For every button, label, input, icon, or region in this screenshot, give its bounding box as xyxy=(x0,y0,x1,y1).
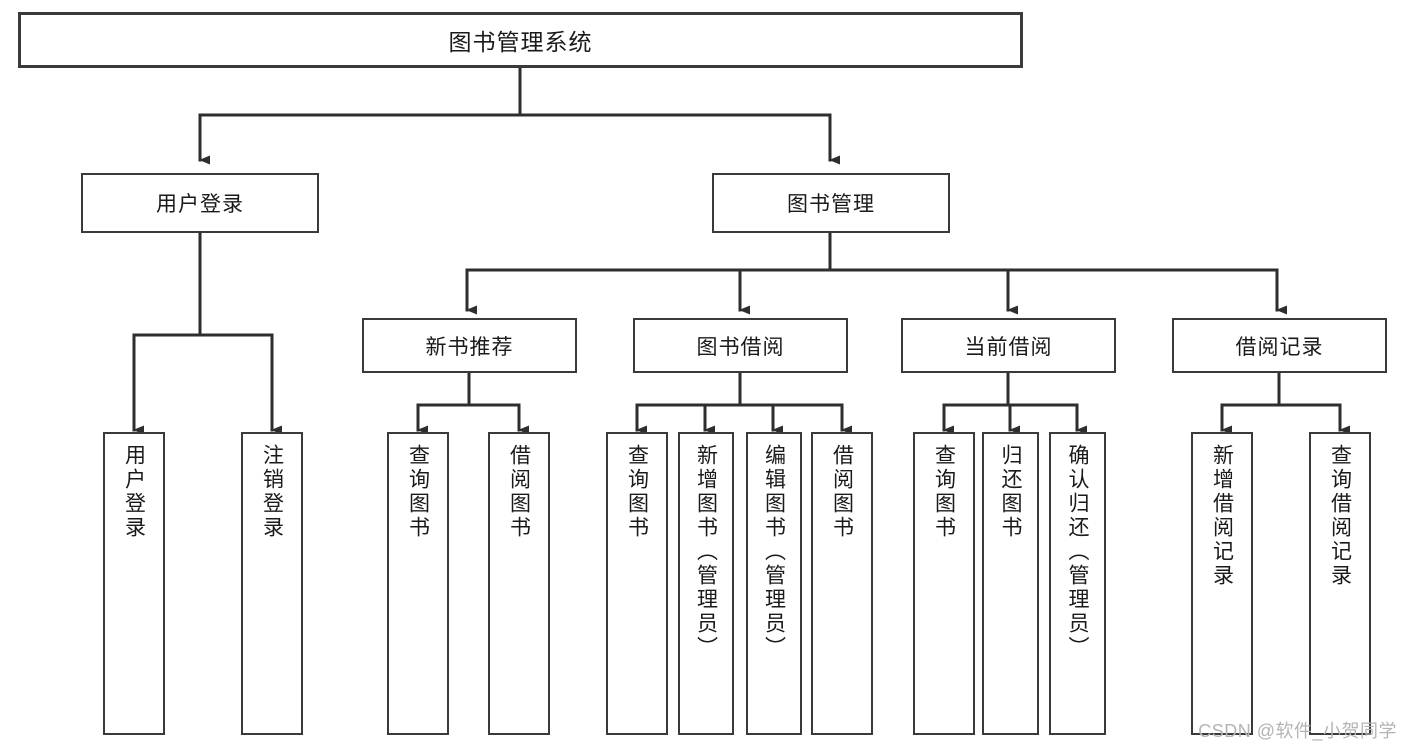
leaf-query-borrow-record[interactable]: 查询借阅记录 xyxy=(1309,432,1371,735)
leaf-label: 新增图书（管理员） xyxy=(694,444,718,660)
leaf-label: 借阅图书 xyxy=(830,444,854,540)
leaf-label: 查询借阅记录 xyxy=(1328,444,1352,588)
leaf-query-books-current[interactable]: 查询图书 xyxy=(913,432,975,735)
leaf-query-books-borrow[interactable]: 查询图书 xyxy=(606,432,668,735)
node-root-book-management-system[interactable]: 图书管理系统 xyxy=(18,12,1023,68)
leaf-add-borrow-record[interactable]: 新增借阅记录 xyxy=(1191,432,1253,735)
node-label: 图书管理系统 xyxy=(448,29,593,55)
csdn-watermark: CSDN @软件_小贺同学 xyxy=(1198,721,1397,741)
leaf-query-books-new[interactable]: 查询图书 xyxy=(387,432,449,735)
node-label: 借阅记录 xyxy=(1235,335,1324,359)
leaf-label: 归还图书 xyxy=(999,444,1022,540)
node-current-borrowing[interactable]: 当前借阅 xyxy=(901,318,1116,373)
node-label: 用户登录 xyxy=(156,193,244,216)
leaf-label: 查询图书 xyxy=(406,444,430,540)
node-book-borrowing[interactable]: 图书借阅 xyxy=(633,318,848,373)
leaf-label: 用户登录 xyxy=(122,444,146,540)
leaf-borrow-books-new[interactable]: 借阅图书 xyxy=(488,432,550,735)
node-borrow-records[interactable]: 借阅记录 xyxy=(1172,318,1387,373)
node-book-management[interactable]: 图书管理 xyxy=(712,173,950,233)
leaf-label: 确认归还（管理员） xyxy=(1066,444,1089,660)
leaf-logout[interactable]: 注销登录 xyxy=(241,432,303,735)
node-label: 图书借阅 xyxy=(696,335,785,359)
node-label: 图书管理 xyxy=(787,193,875,216)
leaf-label: 查询图书 xyxy=(625,444,649,540)
node-label: 新书推荐 xyxy=(425,335,514,359)
leaf-borrow-books[interactable]: 借阅图书 xyxy=(811,432,873,735)
leaf-label: 编辑图书（管理员） xyxy=(762,444,786,660)
node-label: 当前借阅 xyxy=(964,335,1053,359)
leaf-edit-book-admin[interactable]: 编辑图书（管理员） xyxy=(746,432,802,735)
leaf-confirm-return-admin[interactable]: 确认归还（管理员） xyxy=(1049,432,1106,735)
leaf-label: 新增借阅记录 xyxy=(1210,444,1234,588)
leaf-add-book-admin[interactable]: 新增图书（管理员） xyxy=(678,432,734,735)
leaf-user-login[interactable]: 用户登录 xyxy=(103,432,165,735)
leaf-return-books[interactable]: 归还图书 xyxy=(982,432,1039,735)
node-user-login[interactable]: 用户登录 xyxy=(81,173,319,233)
leaf-label: 注销登录 xyxy=(260,444,284,540)
leaf-label: 查询图书 xyxy=(932,444,956,540)
leaf-label: 借阅图书 xyxy=(507,444,531,540)
node-new-book-recommendation[interactable]: 新书推荐 xyxy=(362,318,577,373)
